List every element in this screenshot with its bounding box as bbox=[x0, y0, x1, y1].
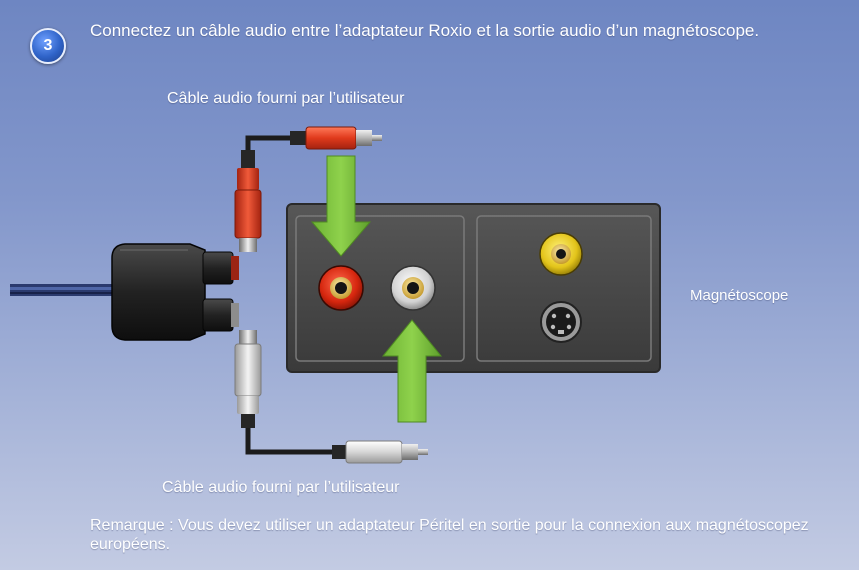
step-instruction: Connectez un câble audio entre l’adaptat… bbox=[90, 21, 760, 40]
yellow-video-jack bbox=[539, 232, 583, 276]
arrow-up-icon bbox=[381, 319, 443, 423]
vcr-label: Magnétoscope bbox=[690, 287, 789, 304]
svideo-jack bbox=[540, 301, 582, 343]
red-plug-adapter bbox=[234, 150, 262, 252]
arrow-down-icon bbox=[310, 155, 372, 257]
cable-label-top: Câble audio fourni par l’utilisateur bbox=[167, 90, 405, 107]
cable-label-bottom: Câble audio fourni par l’utilisateur bbox=[162, 479, 400, 496]
red-audio-jack bbox=[318, 265, 364, 311]
remark-note: Remarque : Vous devez utiliser un adapta… bbox=[90, 517, 809, 553]
audio-wires bbox=[245, 135, 338, 455]
white-plug-bottom bbox=[332, 440, 428, 464]
step-number-badge: 3 bbox=[30, 28, 66, 64]
roxio-adapter bbox=[111, 243, 239, 341]
usb-cable bbox=[10, 284, 114, 296]
white-plug-adapter bbox=[234, 330, 262, 428]
red-plug-top bbox=[290, 126, 382, 150]
white-audio-jack bbox=[390, 265, 436, 311]
